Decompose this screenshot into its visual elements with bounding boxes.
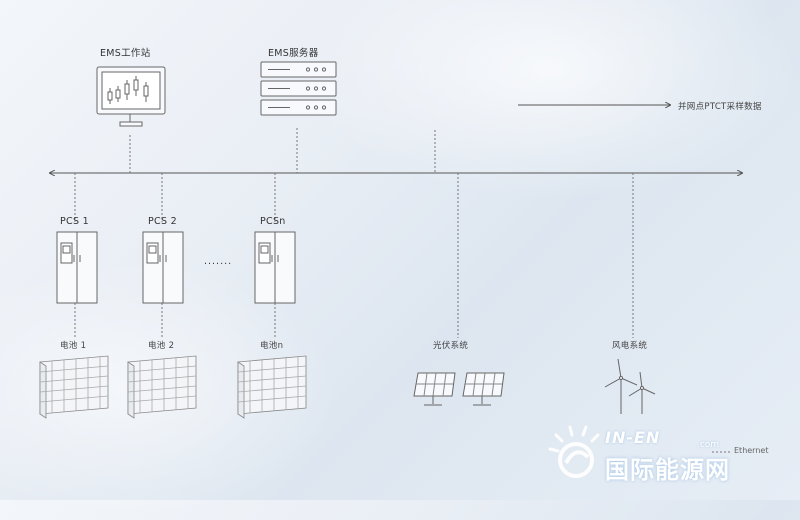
ems-workstation-label: EMS工作站: [100, 48, 151, 59]
battery-rack-icon: [237, 355, 307, 419]
battery-2-label: 电池 2: [148, 341, 175, 351]
battery-rack-icon: [127, 355, 197, 419]
wind-turbine-icon: [628, 371, 656, 414]
ems-server-label: EMS服务器: [268, 48, 319, 59]
solar-panel-icon: [413, 372, 456, 406]
pcs-n-label: PCSn: [260, 216, 286, 227]
pcs-cabinet-icon: [142, 231, 184, 304]
dotted-connectors: [74, 128, 634, 338]
monitor-icon: [96, 66, 166, 127]
battery-1-label: 电池 1: [60, 341, 87, 351]
pv-system-label: 光伏系统: [433, 341, 469, 351]
solar-panel-icon: [462, 372, 505, 406]
ptct-label: 并网点PTCT采样数据: [678, 102, 762, 112]
server-icon: [260, 61, 337, 116]
pcs-cabinet-icon: [56, 231, 98, 304]
pcs-2-label: PCS 2: [148, 216, 177, 227]
logo-chinese-name: 国际能源网: [605, 456, 730, 484]
pcs-cabinet-icon: [254, 231, 296, 304]
battery-rack-icon: [39, 355, 109, 419]
system-diagram: [39, 61, 800, 453]
wind-turbine-icon: [604, 358, 638, 414]
battery-n-label: 电池n: [260, 341, 284, 351]
legend-ethernet-label: Ethernet: [734, 446, 769, 455]
wind-system-label: 风电系统: [612, 341, 648, 351]
logo-domain-text: .com: [697, 440, 720, 450]
logo-brand-text: IN-EN: [605, 428, 661, 447]
in-en-logo: [548, 425, 600, 478]
pcs-ellipsis: .......: [204, 256, 233, 267]
pcs-1-label: PCS 1: [60, 216, 89, 227]
